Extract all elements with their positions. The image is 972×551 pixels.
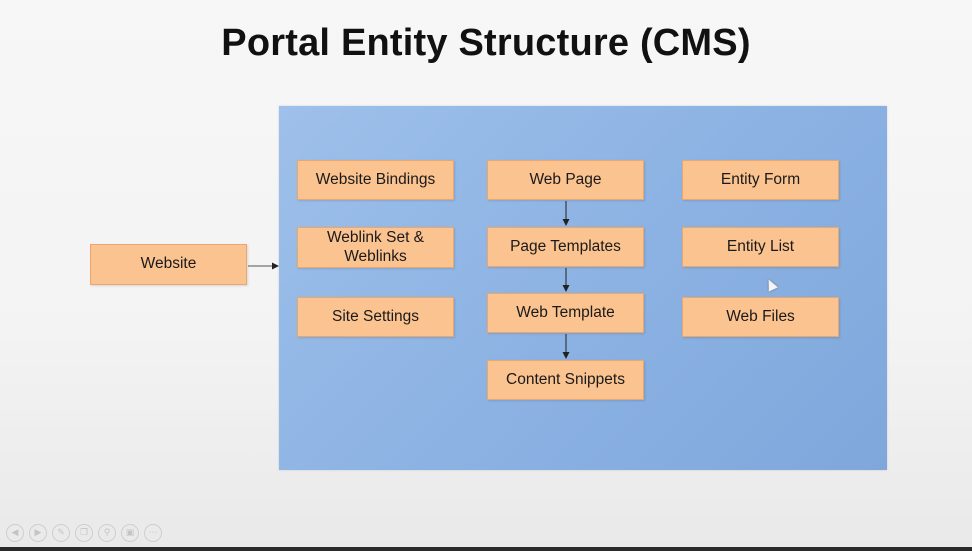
prev-icon[interactable]: ◀ [6,524,24,542]
more-icon[interactable]: ⋯ [144,524,162,542]
presentation-toolbar: ◀ ▶ ✎ ❐ ⚲ ▣ ⋯ [6,524,162,542]
slide-title: Portal Entity Structure (CMS) [221,22,751,64]
pen-icon[interactable]: ✎ [52,524,70,542]
node-site-settings: Site Settings [297,297,454,337]
node-content-snippets: Content Snippets [487,360,644,400]
bottom-edge [0,547,972,551]
node-page-templates: Page Templates [487,227,644,267]
node-web-template: Web Template [487,293,644,333]
node-weblink-set: Weblink Set & Weblinks [297,227,454,268]
zoom-icon[interactable]: ⚲ [98,524,116,542]
copy-icon[interactable]: ❐ [75,524,93,542]
node-entity-form: Entity Form [682,160,839,200]
node-web-page: Web Page [487,160,644,200]
node-web-files: Web Files [682,297,839,337]
next-icon[interactable]: ▶ [29,524,47,542]
screen-icon[interactable]: ▣ [121,524,139,542]
node-website-bindings: Website Bindings [297,160,454,200]
node-website: Website [90,244,247,285]
node-entity-list: Entity List [682,227,839,267]
